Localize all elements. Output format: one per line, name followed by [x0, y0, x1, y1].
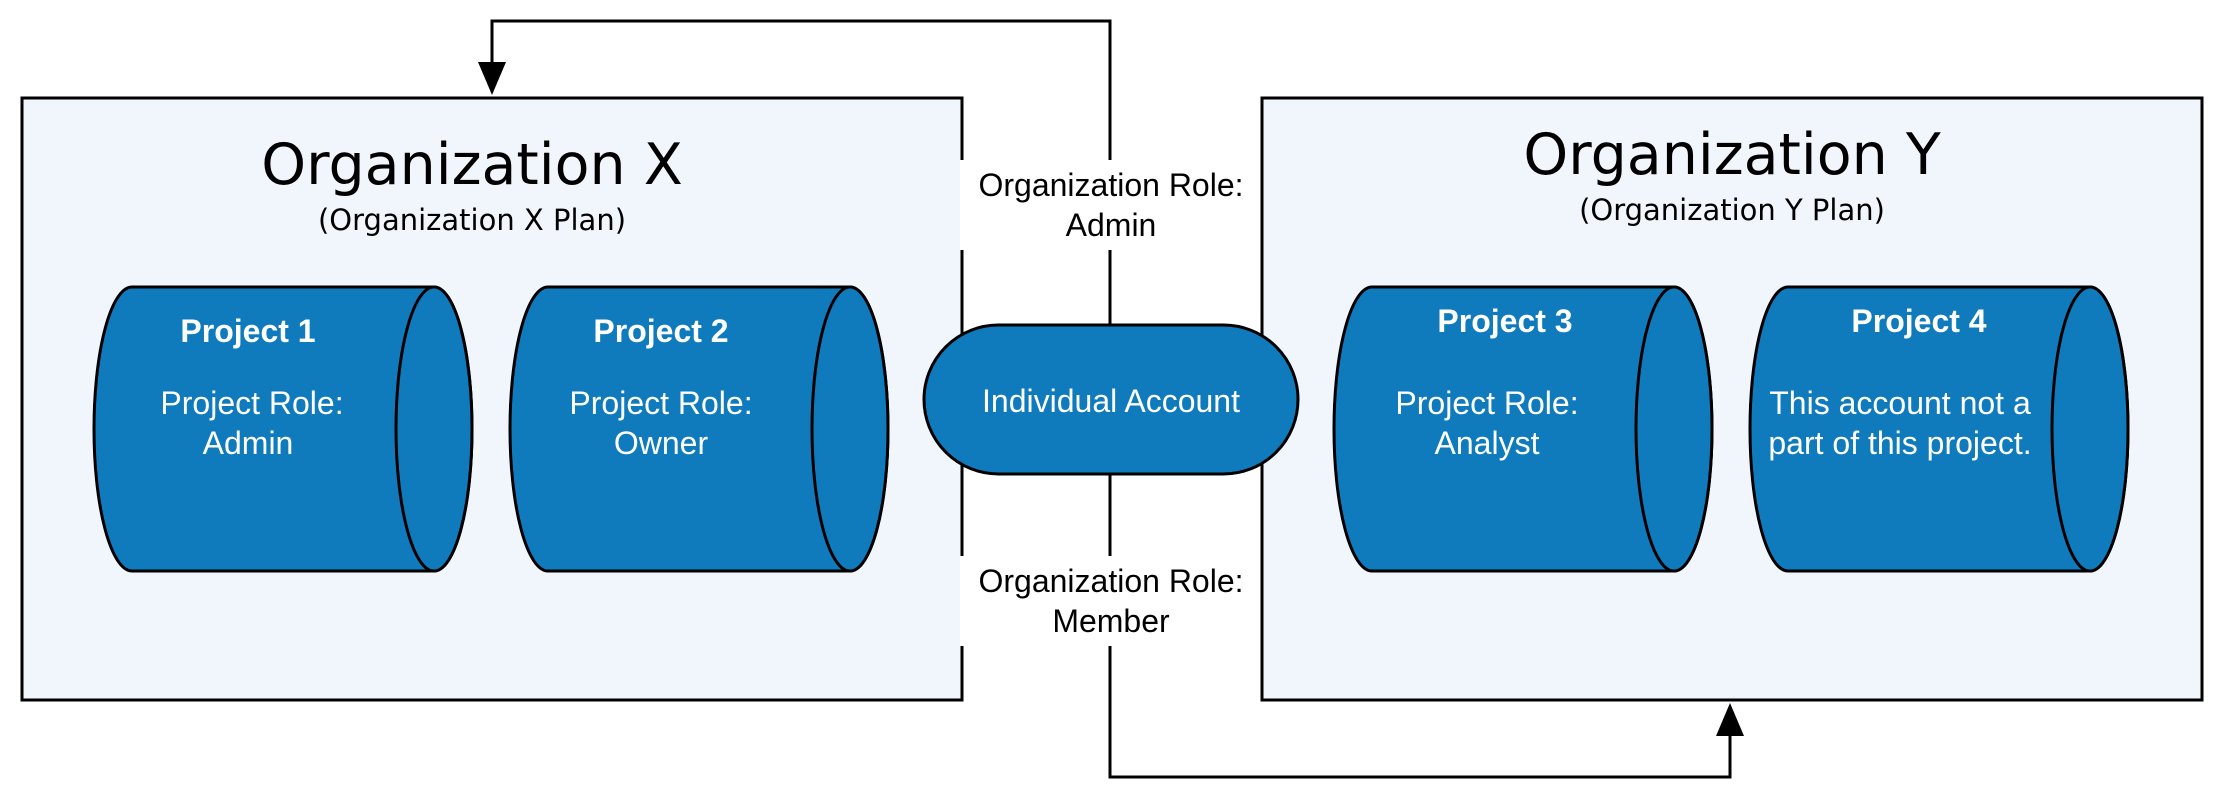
- project-2-end-cap: [810, 285, 890, 573]
- member-role-label-line2: Member: [1052, 603, 1170, 639]
- individual-account-pill: [922, 323, 1300, 476]
- organization-x-subtitle: (Organization X Plan): [318, 203, 626, 237]
- project-1-role-label: Project Role:: [160, 385, 343, 421]
- project-4-title: Project 4: [1851, 303, 1986, 339]
- project-3-role-label: Project Role:: [1395, 385, 1578, 421]
- member-role-label-line1: Organization Role:: [978, 563, 1243, 599]
- project-4-cylinder: Project 4 This account not a part of thi…: [1748, 285, 2130, 573]
- project-2-title: Project 2: [593, 313, 728, 349]
- arrow-head-org-y: [1716, 703, 1744, 736]
- project-3-title: Project 3: [1437, 303, 1572, 339]
- member-role-label: Organization Role: Member: [960, 556, 1260, 646]
- individual-account-label: Individual Account: [982, 383, 1240, 419]
- project-1-cylinder: Project 1 Project Role: Admin: [92, 285, 474, 573]
- project-2-role-value: Owner: [614, 425, 709, 461]
- project-4-note-line2: part of this project.: [1768, 425, 2031, 461]
- admin-role-label-bg: [960, 160, 1260, 250]
- member-role-label-bg: [960, 556, 1260, 646]
- organization-x-title: Organization X: [261, 132, 683, 198]
- project-3-end-cap: [1634, 285, 1714, 573]
- arrow-head-org-x: [478, 62, 506, 95]
- project-3-role-value: Analyst: [1435, 425, 1540, 461]
- project-2-cylinder: Project 2 Project Role: Owner: [508, 285, 890, 573]
- organization-y-title: Organization Y: [1523, 122, 1941, 188]
- admin-role-label-line1: Organization Role:: [978, 167, 1243, 203]
- organization-y-subtitle: (Organization Y Plan): [1579, 193, 1885, 227]
- admin-role-label-line2: Admin: [1066, 207, 1157, 243]
- project-1-role-value: Admin: [203, 425, 294, 461]
- admin-role-label: Organization Role: Admin: [960, 160, 1260, 250]
- project-3-cylinder: Project 3 Project Role: Analyst: [1332, 285, 1714, 573]
- project-1-end-cap: [394, 285, 474, 573]
- project-2-role-label: Project Role:: [569, 385, 752, 421]
- project-1-title: Project 1: [180, 313, 315, 349]
- project-4-note-line1: This account not a: [1769, 385, 2031, 421]
- individual-account: Individual Account: [922, 323, 1300, 476]
- project-4-end-cap: [2050, 285, 2130, 573]
